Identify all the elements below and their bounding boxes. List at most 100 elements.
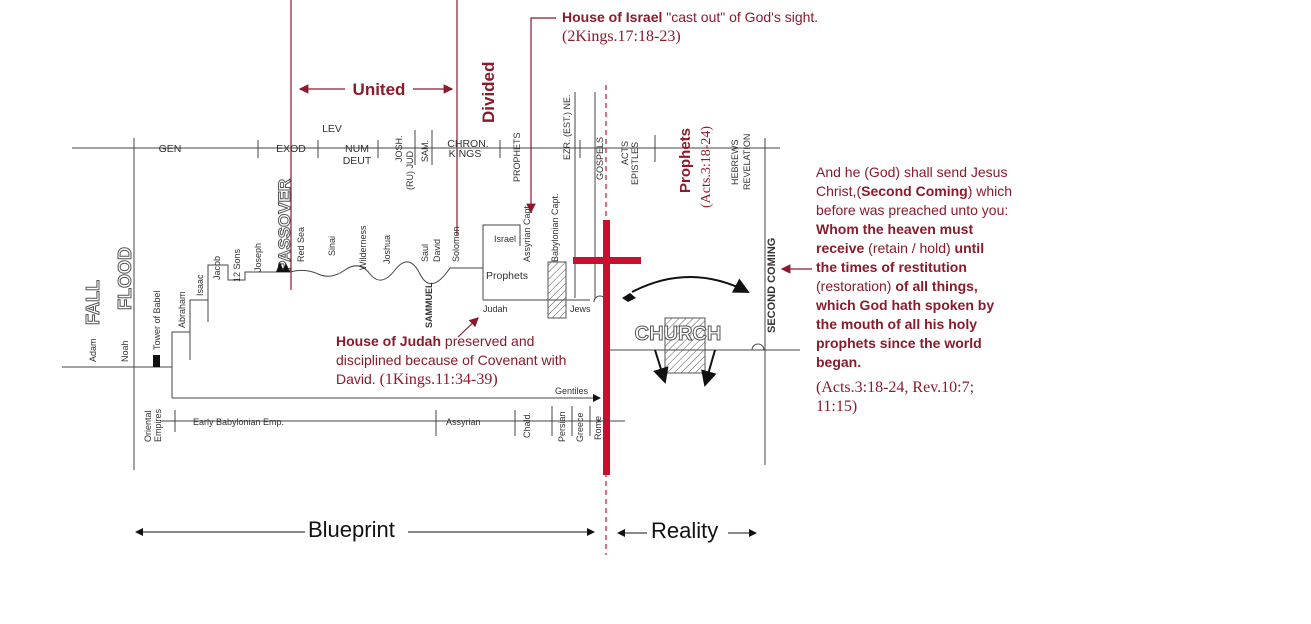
house-of-judah-line3: David. bbox=[336, 371, 376, 387]
event-red-sea: Red Sea bbox=[296, 227, 306, 262]
quote-ref-1: (Acts.3:18-24, Rev.10:7; bbox=[816, 379, 975, 396]
event-fall: FALL bbox=[83, 280, 103, 325]
house-of-judah-line2: disciplined because of Covenant with bbox=[336, 352, 567, 368]
book-josh: JOSH. bbox=[394, 135, 404, 162]
house-of-judah-text: preserved and bbox=[441, 333, 535, 349]
babylonian-captivity-hatch bbox=[547, 261, 567, 319]
cross-vertical bbox=[603, 220, 610, 475]
event-david: David bbox=[432, 239, 442, 262]
event-isaac: Isaac bbox=[195, 274, 205, 296]
event-babylonian-capt: Babylonian Capt. bbox=[550, 193, 560, 262]
book-sam: SAM. bbox=[420, 140, 430, 162]
event-assyrian: Assyrian bbox=[446, 417, 481, 427]
book-hebrews: HEBREWS bbox=[730, 139, 740, 185]
event-adam: Adam bbox=[88, 338, 98, 362]
book-prophets: PROPHETS bbox=[512, 132, 522, 182]
event-joshua: Joshua bbox=[382, 235, 392, 264]
quote-line-6: the times of restitution bbox=[816, 259, 967, 275]
event-noah: Noah bbox=[120, 340, 130, 362]
acts-quote: And he (God) shall send Jesus Christ,(Se… bbox=[816, 163, 1066, 416]
event-gentiles: Gentiles bbox=[555, 386, 589, 396]
book-ru-jud: (RU) JUD bbox=[405, 151, 415, 190]
event-passover: PASSOVER bbox=[275, 179, 294, 272]
event-greece: Greece bbox=[575, 412, 585, 442]
book-lev: LEV bbox=[322, 123, 342, 135]
book-acts: ACTS bbox=[620, 141, 630, 165]
prophets-acts-ref: (Acts.3:18-24) bbox=[699, 126, 714, 208]
book-deut: DEUT bbox=[343, 155, 372, 167]
event-solomon: Solomon bbox=[451, 226, 461, 262]
quote-line-9: the mouth of all his holy bbox=[816, 316, 977, 332]
house-of-israel-text: "cast out" of God's sight. bbox=[662, 9, 819, 25]
event-oriental: Oriental bbox=[143, 410, 153, 442]
event-saul: Saul bbox=[420, 244, 430, 262]
book-ezr: EZR. (EST.) NE. bbox=[562, 94, 572, 160]
book-num: NUM bbox=[345, 143, 369, 155]
event-sinai: Sinai bbox=[327, 236, 337, 256]
book-gospels: GOSPELS bbox=[595, 137, 605, 180]
event-jews: Jews bbox=[570, 304, 591, 314]
house-of-israel-note: House of Israel "cast out" of God's sigh… bbox=[562, 8, 818, 46]
event-judah: Judah bbox=[483, 304, 508, 314]
quote-line-5: receive (retain / hold) until bbox=[816, 240, 985, 256]
event-persian: Persian bbox=[557, 411, 567, 442]
divided-label: Divided bbox=[479, 62, 498, 123]
event-prophets: Prophets bbox=[486, 270, 528, 282]
book-exod: EXOD bbox=[276, 143, 306, 155]
book-kings: KINGS bbox=[449, 148, 482, 160]
event-sammuel: SAMMUEL bbox=[424, 282, 434, 328]
red-sea-mountain-icon bbox=[276, 262, 290, 272]
event-second-coming: SECOND COMING bbox=[766, 238, 778, 333]
quote-line-3: before was preached unto you: bbox=[816, 202, 1009, 218]
house-of-israel-ref: (2Kings.17:18-23) bbox=[562, 28, 681, 45]
wilderness-path bbox=[289, 261, 483, 284]
event-flood: FLOOD bbox=[115, 247, 135, 310]
event-empires: Empires bbox=[153, 408, 163, 442]
house-of-israel-title: House of Israel bbox=[562, 9, 663, 25]
israel-branch bbox=[482, 224, 521, 300]
tower-icon bbox=[153, 355, 160, 367]
patriarch-steps bbox=[171, 264, 290, 367]
second-coming-arc bbox=[751, 343, 765, 351]
event-early-babylonian: Early Babylonian Emp. bbox=[193, 417, 284, 427]
quote-line-4: Whom the heaven must bbox=[816, 221, 974, 237]
quote-line-8: which God hath spoken by bbox=[816, 297, 995, 313]
church-arrow-right bbox=[701, 349, 717, 387]
book-epistles: EPISTLES bbox=[630, 142, 640, 185]
house-of-judah-note: House of Judah preserved and disciplined… bbox=[336, 332, 566, 389]
book-gen: GEN bbox=[159, 143, 182, 155]
event-abraham: Abraham bbox=[177, 291, 187, 328]
church-arrow-left bbox=[653, 349, 669, 384]
house-of-judah-title: House of Judah bbox=[336, 333, 442, 349]
house-of-judah-ref: (1Kings.11:34-39) bbox=[379, 371, 498, 388]
event-twelve-sons: 12 Sons bbox=[232, 248, 242, 282]
resurrection-icon bbox=[622, 293, 636, 302]
ascension-arc-arrow bbox=[631, 276, 750, 293]
cross-horizontal bbox=[573, 257, 641, 264]
israel-pointer bbox=[526, 17, 556, 214]
quote-line-2: Christ,(Second Coming) which bbox=[816, 183, 1013, 199]
quote-line-1: And he (God) shall send Jesus bbox=[816, 164, 1008, 180]
prophets-acts-label: Prophets bbox=[677, 128, 694, 193]
quote-line-11: began. bbox=[816, 354, 862, 370]
united-label: United bbox=[353, 80, 406, 99]
reality-label: Reality bbox=[651, 518, 719, 543]
quote-line-7: (restoration) of all things, bbox=[816, 278, 978, 294]
event-chald: Chald. bbox=[522, 412, 532, 438]
judah-pointer bbox=[457, 317, 479, 338]
quote-ref-2: 11:15) bbox=[816, 398, 858, 415]
event-israel: Israel bbox=[494, 234, 516, 244]
blueprint-label: Blueprint bbox=[308, 517, 395, 542]
event-joseph: Joseph bbox=[253, 243, 263, 272]
event-wilderness: Wilderness bbox=[358, 225, 368, 270]
book-chron: CHRON. bbox=[447, 138, 488, 150]
event-tower: Tower of Babel bbox=[152, 290, 162, 350]
quote-line-10: prophets since the world bbox=[816, 335, 982, 351]
church-hatch bbox=[664, 317, 706, 374]
event-assyrian-capt: Assyrian Capt. bbox=[522, 203, 532, 262]
event-rome: Rome bbox=[593, 416, 603, 440]
event-church: CHURCH bbox=[635, 323, 722, 345]
book-revelation: REVELATION bbox=[742, 134, 752, 190]
